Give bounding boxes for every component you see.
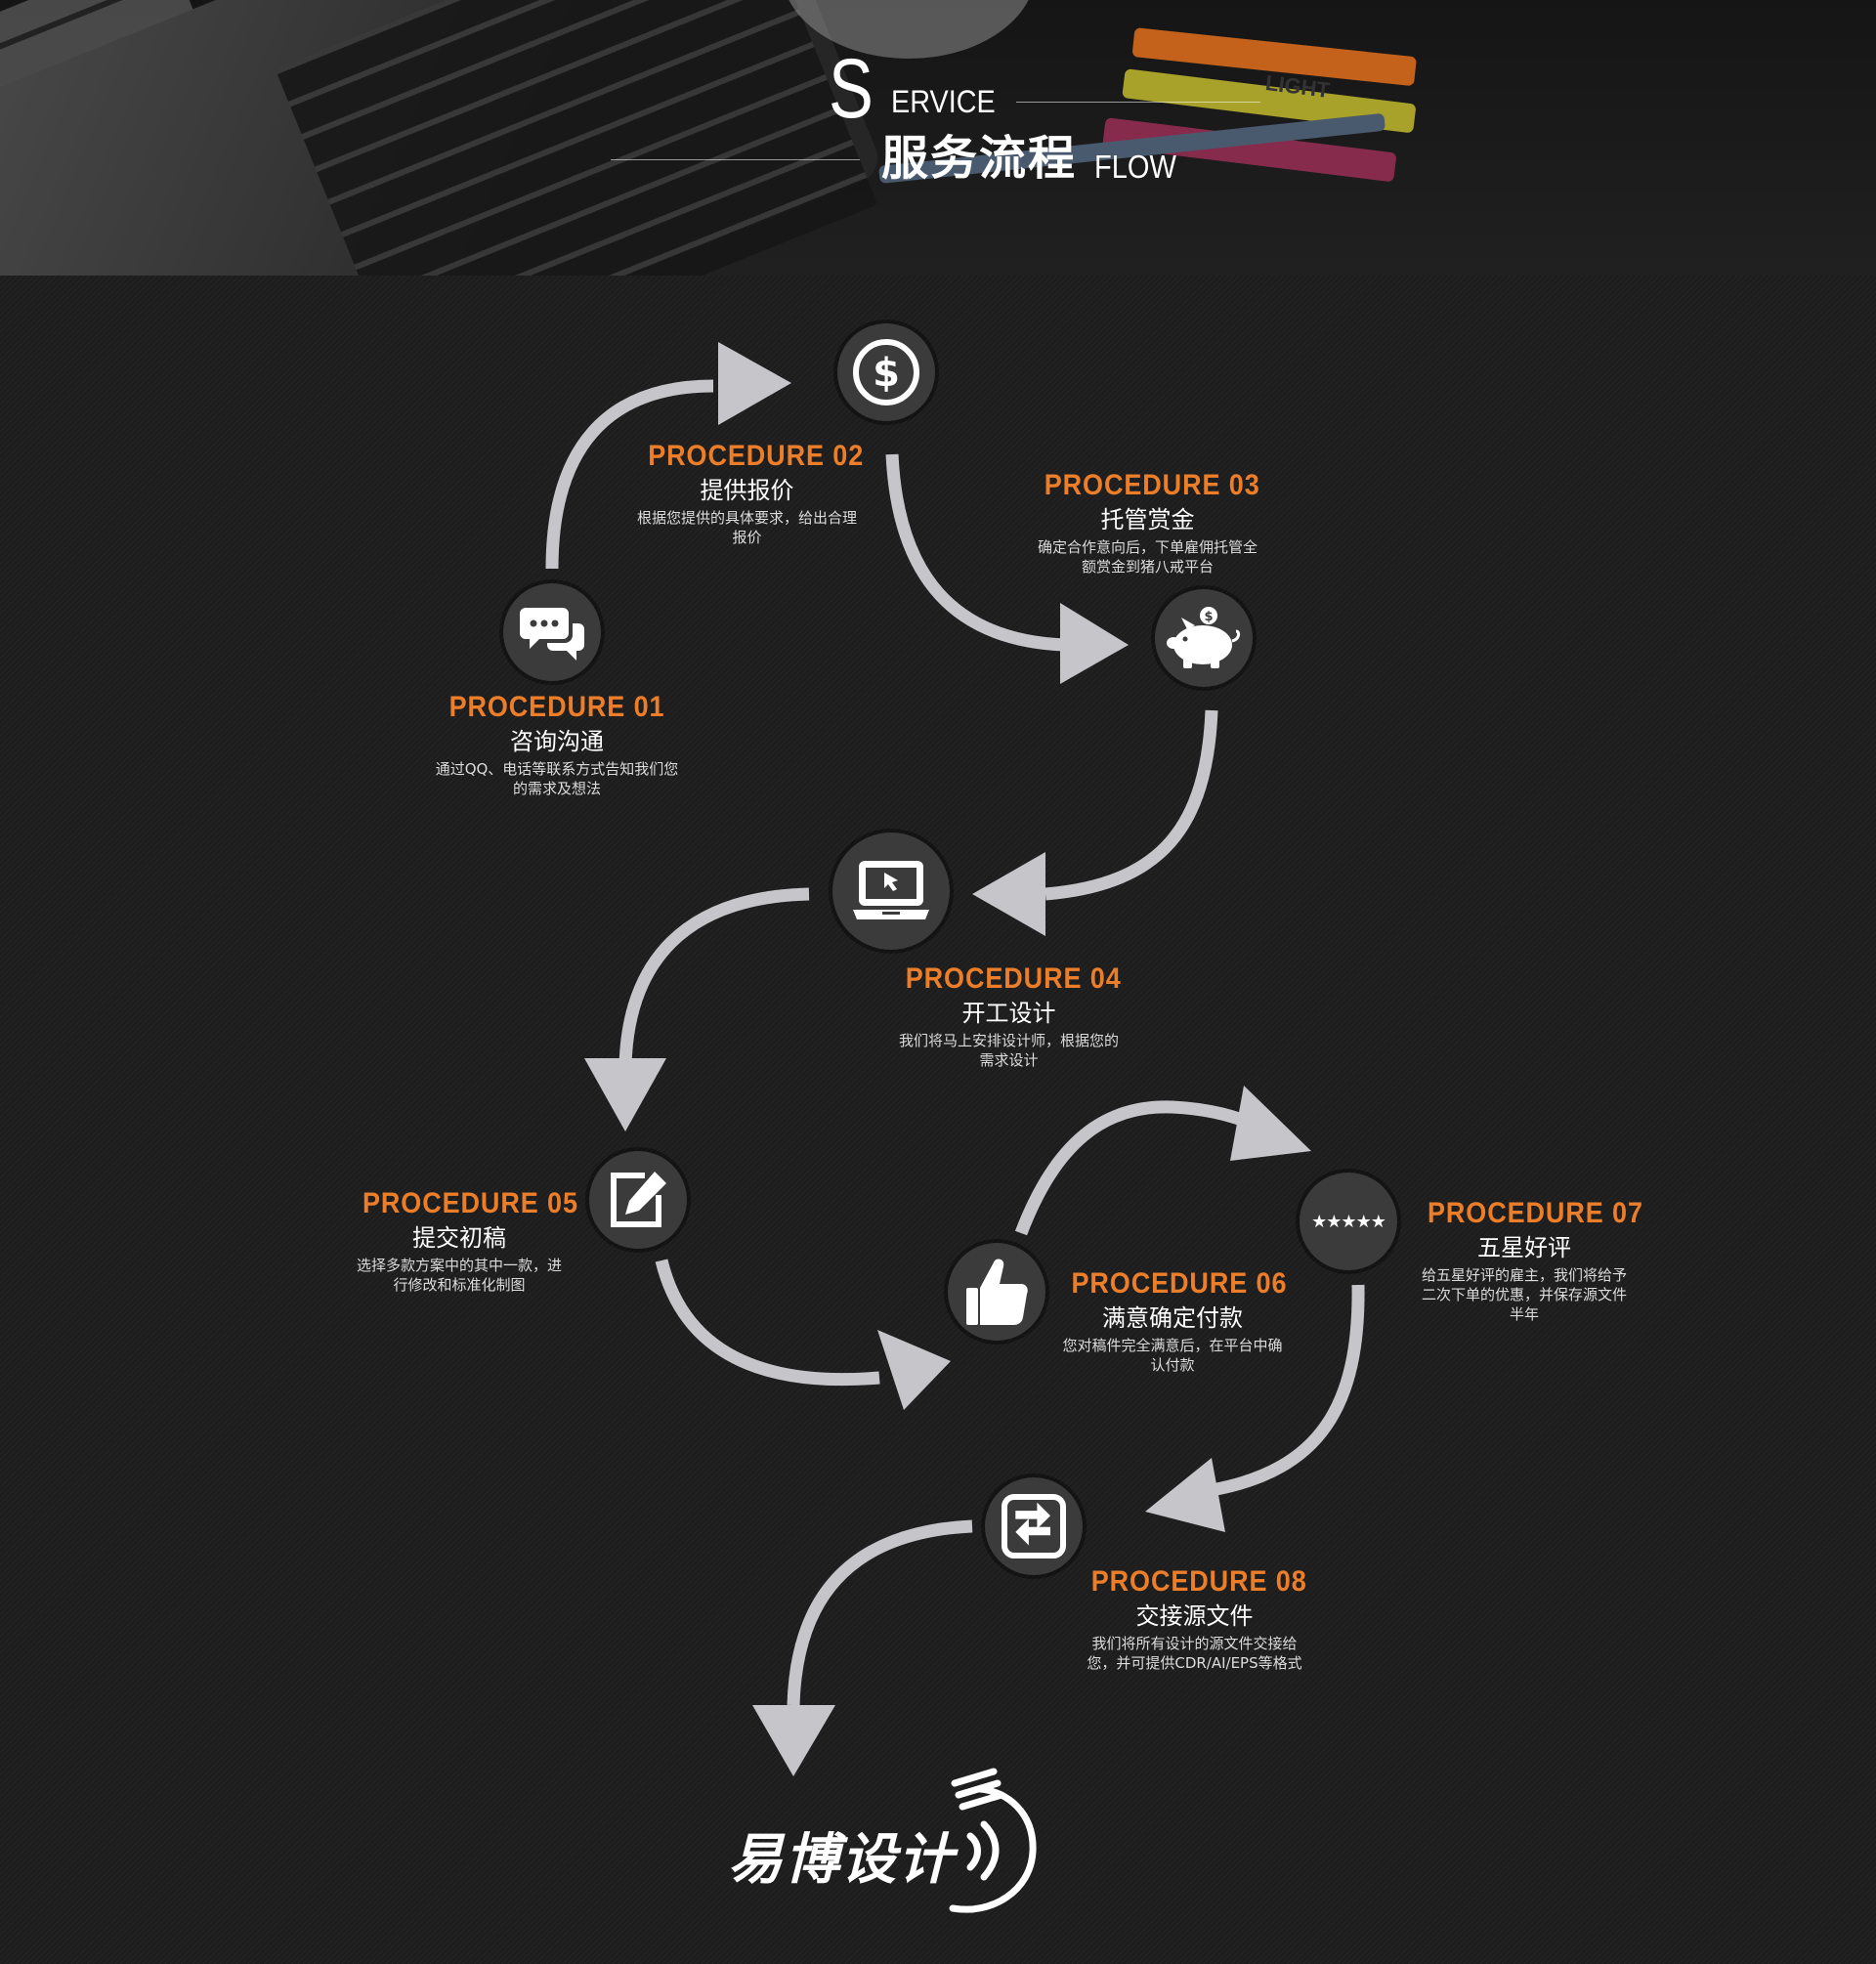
arrow-08-end [787, 1519, 973, 1706]
arrow-04-05 [618, 887, 810, 1066]
step-02: PROCEDURE 02 提供报价 根据您提供的具体要求，给出合理报价 [637, 440, 865, 547]
step-06-name: 满意确定付款 [1102, 1304, 1243, 1332]
step-04-procedure: PROCEDURE 04 [905, 962, 1122, 995]
step-05-desc: 选择多款方案中的其中一款，进行修改和标准化制图 [356, 1257, 562, 1294]
title-ervice: ERVICE [891, 84, 996, 119]
step-02-procedure: PROCEDURE 02 [648, 440, 865, 472]
five-stars-icon: ★★★★★ [1300, 1173, 1397, 1270]
step-04: PROCEDURE 04 开工设计 我们将马上安排设计师，根据您的需求设计 [894, 962, 1124, 1070]
step-01-name: 咨询沟通 [510, 728, 604, 755]
step-08-desc: 我们将所有设计的源文件交接给您，并可提供CDR/AI/EPS等格式 [1087, 1635, 1302, 1672]
step-08-name: 交接源文件 [1135, 1602, 1254, 1630]
svg-text:$: $ [873, 351, 900, 396]
step-06: PROCEDURE 06 满意确定付款 您对稿件完全满意后，在平台中确认付款 [1060, 1267, 1288, 1375]
edit-icon [589, 1151, 687, 1249]
brand-logo: 易博设计 [728, 1754, 1050, 1930]
dollar-icon: $ [837, 323, 935, 421]
arrow-02-03 [885, 453, 1066, 652]
header-banner: LIGHT S ERVICE 服务流程 FLOW [0, 0, 1876, 276]
arrowhead-06 [877, 1330, 951, 1410]
arrowhead-07 [1230, 1086, 1311, 1161]
piggy-bank-icon: $ [1155, 589, 1253, 687]
step-02-desc: 根据您提供的具体要求，给出合理报价 [637, 509, 858, 546]
step-07-procedure: PROCEDURE 07 [1428, 1197, 1643, 1229]
title-initial: S [829, 42, 874, 136]
step-07: PROCEDURE 07 五星好评 给五星好评的雇主，我们将给予二次下单的优惠，… [1417, 1197, 1643, 1324]
title-flow: FLOW [1094, 149, 1176, 185]
arrowhead-02 [718, 342, 791, 425]
step-01-procedure: PROCEDURE 01 [448, 691, 665, 723]
arrowhead-04 [972, 852, 1045, 936]
step-08: PROCEDURE 08 交接源文件 我们将所有设计的源文件交接给您，并可提供C… [1080, 1565, 1309, 1673]
thumbs-up-icon [948, 1243, 1045, 1341]
brand-name: 易博设计 [728, 1828, 955, 1892]
arrow-06-07 [1014, 1100, 1263, 1236]
laptop-icon [832, 833, 950, 950]
arrowhead-03 [1060, 603, 1129, 684]
arrow-05-06 [655, 1259, 880, 1387]
step-03-procedure: PROCEDURE 03 [1044, 469, 1260, 501]
step-03: PROCEDURE 03 托管赏金 确定合作意向后，下单雇佣托管全额赏金到猪八戒… [1033, 469, 1262, 576]
title-rule-bottom [611, 159, 860, 160]
arrow-03-04 [1045, 709, 1218, 901]
step-01-desc: 通过QQ、电话等联系方式告知我们您的需求及想法 [435, 760, 679, 797]
step-04-name: 开工设计 [961, 1000, 1056, 1027]
step-03-desc: 确定合作意向后，下单雇佣托管全额赏金到猪八戒平台 [1037, 538, 1258, 576]
arrow-01-02 [545, 379, 714, 570]
lightbulb-icon [949, 1768, 1037, 1913]
step-07-desc: 给五星好评的雇主，我们将给予二次下单的优惠，并保存源文件半年 [1421, 1266, 1627, 1323]
arrow-07-08 [1210, 1284, 1365, 1497]
step-03-name: 托管赏金 [1100, 506, 1195, 534]
chat-bubbles-icon [503, 583, 601, 681]
arrowhead-end [752, 1705, 835, 1776]
step-08-procedure: PROCEDURE 08 [1090, 1565, 1307, 1598]
step-05: PROCEDURE 05 提交初稿 选择多款方案中的其中一款，进行修改和标准化制… [352, 1187, 578, 1295]
step-07-name: 五星好评 [1477, 1234, 1571, 1261]
exchange-icon [985, 1477, 1083, 1575]
step-05-procedure: PROCEDURE 05 [362, 1187, 578, 1219]
step-02-name: 提供报价 [700, 477, 794, 504]
step-05-name: 提交初稿 [412, 1224, 506, 1252]
step-04-desc: 我们将马上安排设计师，根据您的需求设计 [898, 1032, 1119, 1069]
step-06-procedure: PROCEDURE 06 [1071, 1267, 1288, 1300]
page-title: 服务流程 [881, 131, 1078, 186]
title-rule-top [1016, 102, 1260, 103]
arrowhead-05 [584, 1058, 666, 1131]
step-06-desc: 您对稿件完全满意后，在平台中确认付款 [1062, 1337, 1283, 1374]
arrowhead-08 [1145, 1458, 1225, 1532]
step-01: PROCEDURE 01 咨询沟通 通过QQ、电话等联系方式告知我们您的需求及想… [435, 691, 679, 798]
svg-text:$: $ [1204, 610, 1213, 624]
